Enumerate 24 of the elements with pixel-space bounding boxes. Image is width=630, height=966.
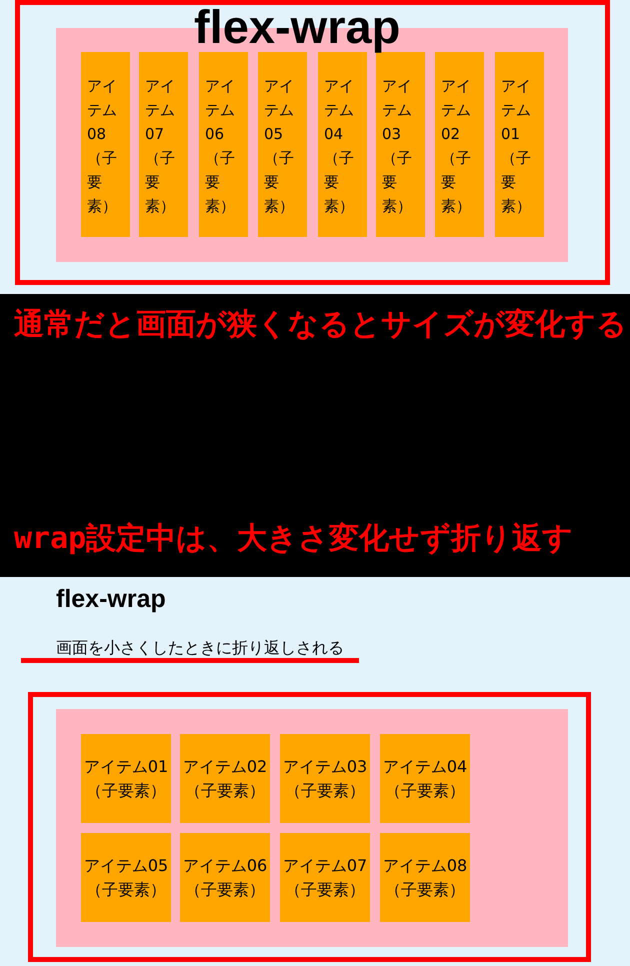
item-box: アイテム01（子要素） xyxy=(81,734,171,823)
item-box: アイテム04（子要素） xyxy=(318,52,367,237)
item-box: アイテム06（子要素） xyxy=(199,52,248,237)
item-box: アイテム06（子要素） xyxy=(180,833,270,922)
item-box: アイテム01（子要素） xyxy=(495,52,544,237)
banner xyxy=(0,294,630,577)
item-box: アイテム03（子要素） xyxy=(280,734,370,823)
description-text: 画面を小さくしたときに折り返しされる xyxy=(56,638,344,658)
item-box: アイテム02（子要素） xyxy=(180,734,270,823)
item-box: アイテム08（子要素） xyxy=(81,52,130,237)
banner-text: 通常だと画面が狭くなるとサイズが変化する xyxy=(14,307,627,343)
item-box: アイテム03（子要素） xyxy=(376,52,425,237)
item-box: アイテム08（子要素） xyxy=(380,833,470,922)
item-box: アイテム05（子要素） xyxy=(81,833,171,922)
item-box: アイテム04（子要素） xyxy=(380,734,470,823)
container-box xyxy=(56,709,568,947)
item-box: アイテム02（子要素） xyxy=(435,52,484,237)
item-box: アイテム07（子要素） xyxy=(280,833,370,922)
banner-text: wrap設定中は、大きさ変化せず折り返す xyxy=(14,521,574,557)
frame xyxy=(15,0,610,285)
item-box: アイテム07（子要素） xyxy=(139,52,188,237)
heading: flex-wrap xyxy=(56,585,166,613)
frame xyxy=(28,692,591,962)
item-box: アイテム05（子要素） xyxy=(258,52,307,237)
